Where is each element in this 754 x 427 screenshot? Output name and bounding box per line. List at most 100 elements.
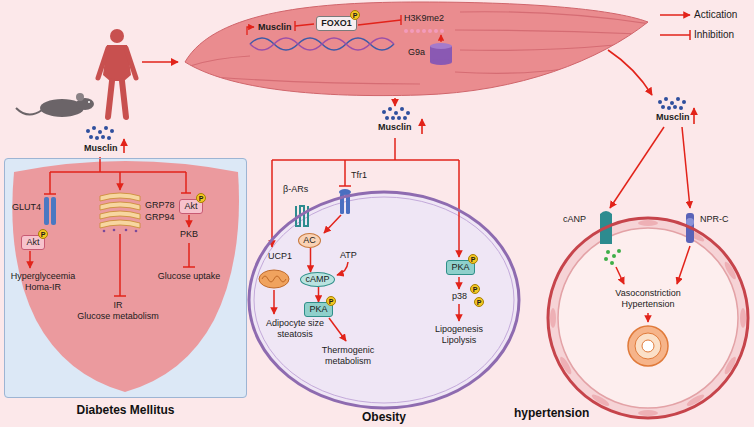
node-text: PKA (451, 262, 469, 273)
cell-inner-membrane (254, 197, 514, 403)
methyl-dots (404, 29, 444, 33)
label-box: Musclin (656, 112, 690, 123)
vessel-lumen (558, 228, 738, 408)
phospho-badge: P (326, 296, 336, 306)
label-box: Adipocyte size steatosis (262, 318, 328, 340)
activation-arrow (440, 35, 441, 42)
label-box: Glucose metabolism (73, 311, 163, 322)
inhibition-lines (295, 15, 401, 31)
node-text: P (329, 298, 334, 305)
label-box: Glucose uptake (154, 271, 224, 282)
label-box: ATP (340, 250, 357, 261)
node-text: Diabetes Mellitus (5, 403, 246, 417)
phospho-badge: P (350, 10, 360, 20)
phospho-badge: P (474, 297, 484, 307)
cell-ground (249, 192, 519, 408)
activation-arrow (318, 287, 320, 302)
label-text: β-ARs (283, 184, 308, 194)
mitochondrion (259, 270, 289, 288)
label-text: GRP78 (145, 200, 175, 210)
node-text: Akt (26, 237, 39, 248)
panel-ground (4, 158, 247, 398)
label-box: GLUT4 (12, 202, 41, 213)
label-box: IR (73, 300, 163, 311)
node-text: PKA (309, 304, 327, 315)
label-box: Vasoconstriction Hypertension (612, 288, 684, 310)
label-box: Musclin (84, 143, 118, 154)
messenger-oval: cAMP (300, 272, 335, 287)
label-box: cANP (563, 214, 586, 225)
label-box: Musclin (258, 22, 292, 33)
label-text: cANP (563, 214, 586, 224)
legend-text: Actication (694, 9, 737, 20)
g9a-enzyme (430, 43, 452, 65)
node-text: P (471, 256, 476, 263)
label-text: ATP (340, 250, 357, 260)
node-text: Akt (184, 201, 197, 212)
legend-arrow (660, 14, 690, 16)
protein-box: AktP (21, 235, 45, 250)
phospho-badge: P (38, 229, 48, 239)
legend-tbar (660, 30, 690, 40)
vessel-ground (548, 218, 748, 418)
label-text: G9a (408, 47, 425, 57)
er-icon (100, 193, 140, 232)
cell-membrane (249, 192, 519, 408)
label-text: p38 (452, 291, 467, 301)
label-text: Lipogenesis Lipolysis (435, 324, 483, 345)
label-box: PKB (180, 229, 198, 240)
outline-shape (548, 218, 748, 418)
legend-text: Inhibition (694, 29, 734, 40)
node-text: P (353, 12, 358, 19)
musclin-dots (86, 97, 686, 140)
node-text: hypertension (514, 406, 589, 420)
label-box: β-ARs (283, 184, 308, 195)
phospho-badge: P (196, 193, 206, 203)
label-text: GRP94 (145, 212, 175, 222)
flow-arrow (142, 61, 178, 63)
activation-arrow (310, 248, 312, 272)
label-box: Lipogenesis Lipolysis (427, 324, 491, 346)
label-box: Musclin (378, 122, 412, 133)
label-text: Homa-IR (25, 282, 61, 292)
kinase-box: PKAP (446, 260, 475, 275)
label-box: Tfr1 (351, 170, 367, 181)
label-box: p38 (452, 291, 467, 302)
legend-entry: Inhibition (694, 29, 734, 41)
label-text: Tfr1 (351, 170, 367, 180)
vessel-section: hypertension (548, 218, 748, 418)
label-text: Musclin (258, 22, 292, 32)
muscle-fibres (190, 12, 650, 84)
label-text: Vasoconstriction Hypertension (615, 288, 680, 309)
release-arrows (124, 50, 694, 153)
label-text: PKB (180, 229, 198, 239)
adipocyte-cell: ObesityACcAMPPKAPPKAPPP (249, 192, 519, 408)
label-box: H3K9me2 (404, 13, 444, 24)
label-text: UCP1 (268, 251, 292, 261)
label-text: NPR-C (700, 214, 729, 224)
label-box: GRP78 (145, 200, 175, 211)
label-text: H3K9me2 (404, 13, 444, 23)
label-text: Thermogenic metabolism (322, 345, 375, 366)
kinase-box: PKAP (304, 302, 333, 317)
node-text: FOXO1 (321, 18, 352, 29)
label-box: Thermogenic metabolism (318, 345, 378, 367)
label-box: Hyperglyceemia (4, 271, 82, 282)
node-text: P (477, 299, 482, 306)
label-text: IR (114, 300, 123, 310)
label-text: Adipocyte size steatosis (266, 318, 324, 339)
label-box: G9a (408, 47, 425, 58)
label-text: GLUT4 (12, 202, 41, 212)
human-icon (98, 29, 136, 117)
tfr1-receptor (339, 189, 351, 214)
node-text: P (199, 195, 204, 202)
peptide-dots (604, 249, 621, 265)
label-text: Musclin (84, 143, 118, 153)
protein-box: AktP (179, 199, 203, 214)
mouse-icon (16, 93, 94, 117)
protein-box: FOXO1P (316, 16, 357, 31)
phospho-badge: P (468, 254, 478, 264)
